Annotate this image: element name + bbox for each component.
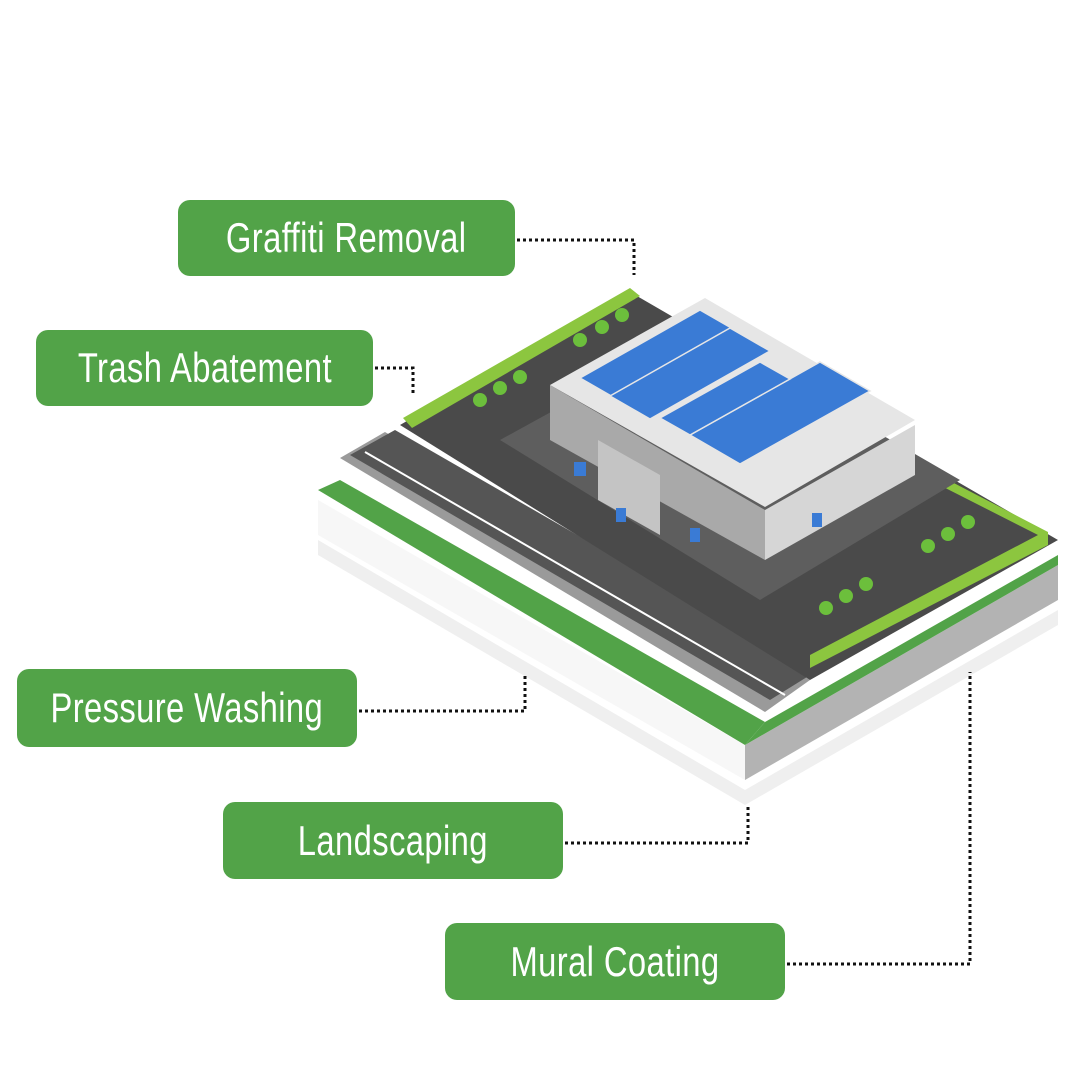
door [574,462,586,476]
label-mural-coating: Mural Coating [445,923,785,1000]
building-left-wall [550,385,765,560]
grass-strip-left [318,480,765,745]
door [812,513,822,527]
label-trash-abatement: Trash Abatement [36,330,373,406]
label-text: Graffiti Removal [226,214,467,261]
grass-strip-right [745,555,1058,745]
entrance-block [598,440,660,535]
label-text: Trash Abatement [77,344,332,391]
label-text: Mural Coating [510,937,720,985]
leader-trash [375,366,415,396]
leader-graffiti [517,238,636,275]
door [690,528,700,542]
base-side-gray [745,565,1058,780]
label-text: Pressure Washing [50,684,324,731]
hedge-back-left [403,288,640,428]
leader-pressure [359,675,527,713]
label-landscaping: Landscaping [223,802,563,879]
label-text: Landscaping [297,816,489,864]
door [616,508,626,522]
leader-mural [787,672,972,966]
leader-landscaping [565,805,750,845]
label-pressure-washing: Pressure Washing [17,669,357,747]
solar-panels [578,309,872,465]
road [350,430,815,700]
trees [473,308,975,615]
label-graffiti-removal: Graffiti Removal [178,200,515,276]
building-front-wall [765,425,915,560]
base-side-white [318,500,745,780]
hedge-right [810,455,1048,668]
road-line [364,451,786,696]
